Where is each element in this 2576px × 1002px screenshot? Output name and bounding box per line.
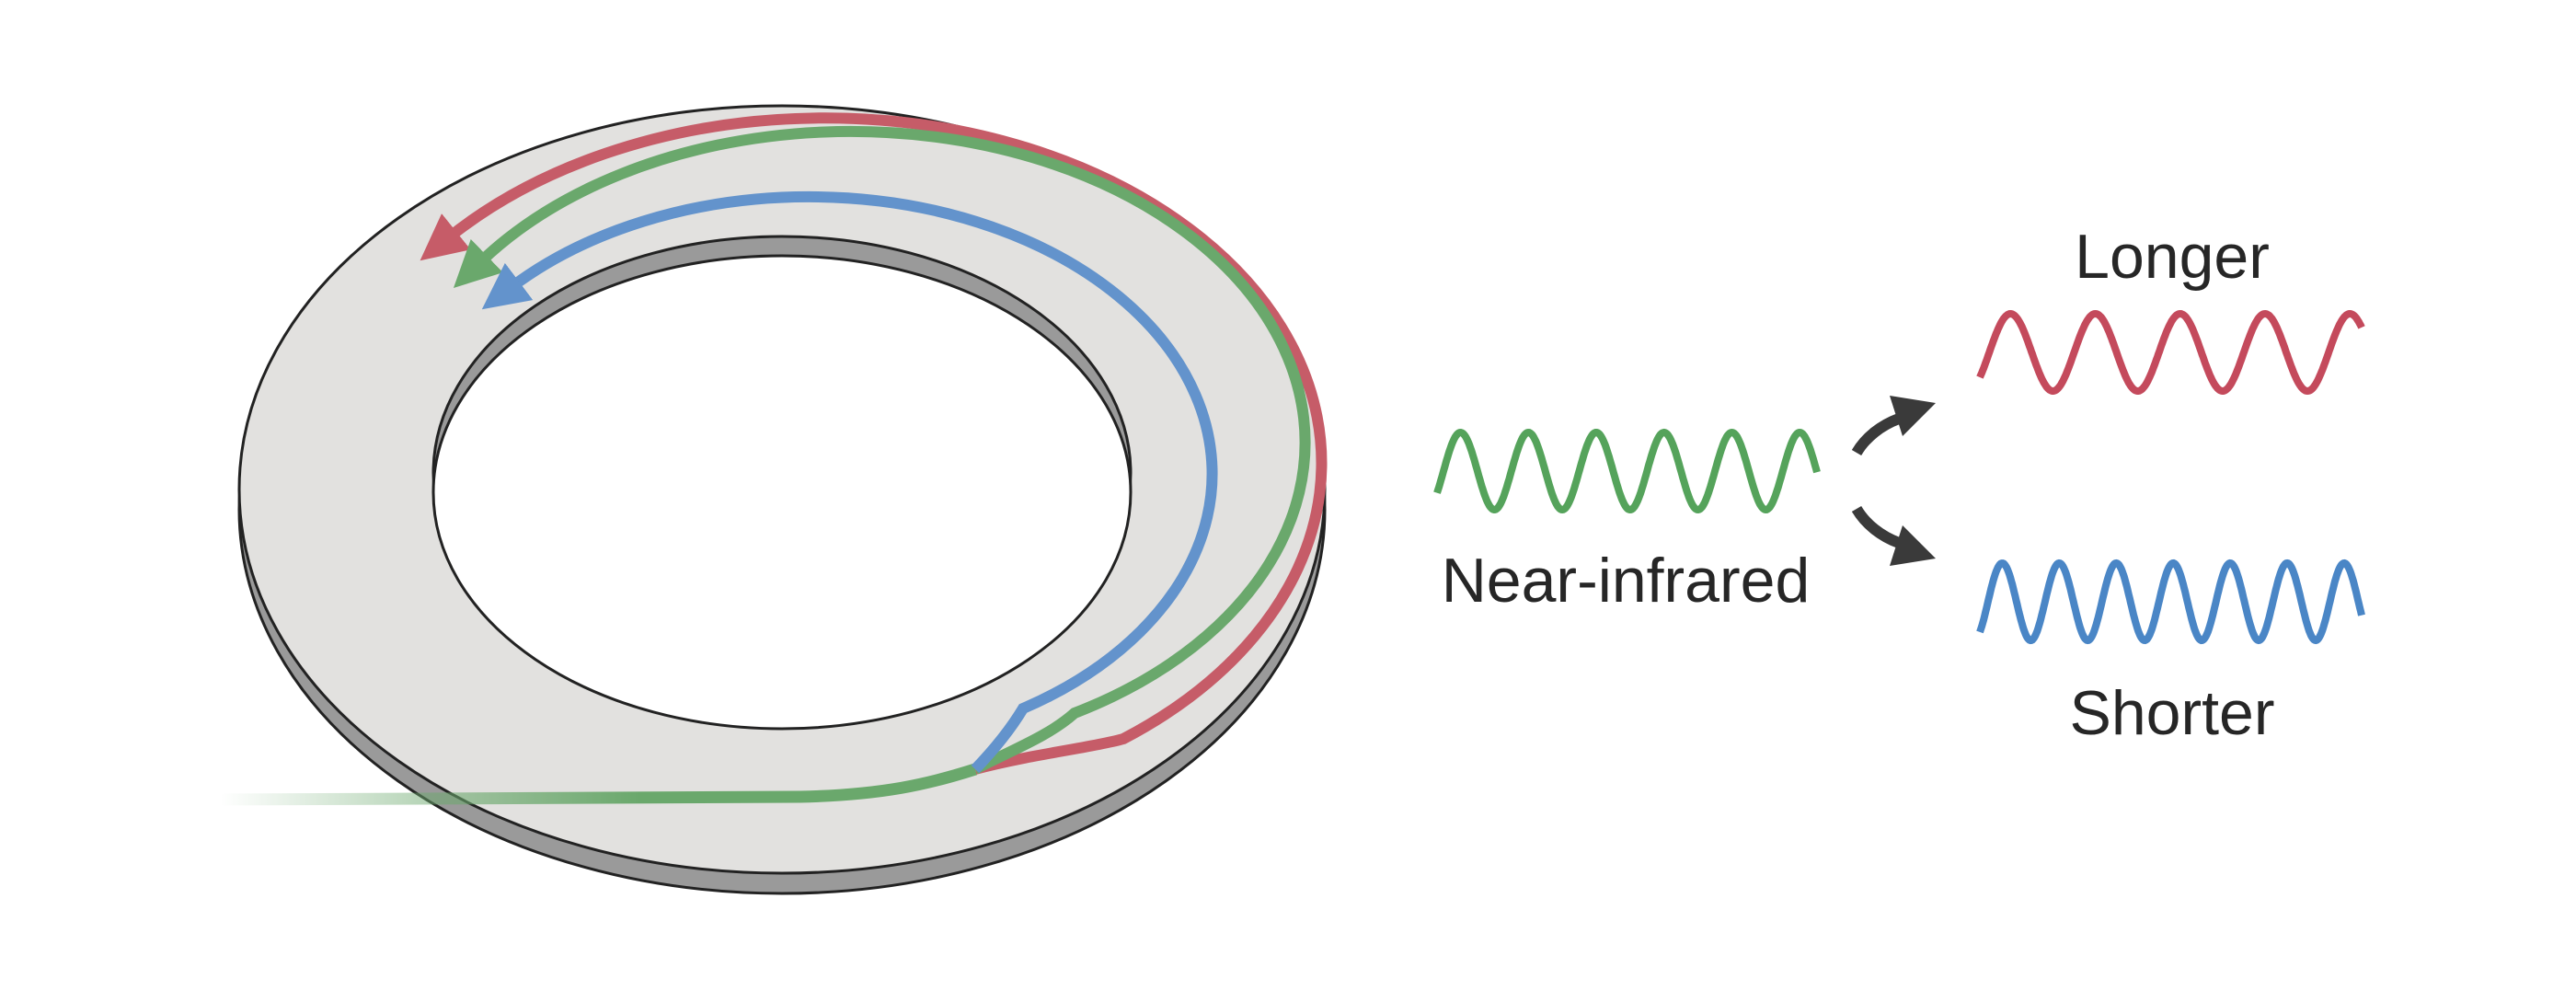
up-arrow-icon bbox=[1851, 396, 1936, 456]
ring-hole bbox=[431, 254, 1133, 731]
down-arrow-icon bbox=[1851, 505, 1936, 566]
split-arrows bbox=[1851, 396, 1936, 566]
near-infrared-label: Near-infrared bbox=[1442, 546, 1811, 616]
light-paths bbox=[220, 112, 1328, 806]
bus-waveguide bbox=[220, 763, 977, 806]
ring-resonator bbox=[237, 104, 1327, 895]
near-infrared-wave bbox=[1433, 428, 1821, 514]
longer-wave bbox=[1976, 309, 2365, 396]
shorter-wave bbox=[1976, 559, 2365, 645]
blue-path-arrow bbox=[481, 190, 1218, 774]
longer-label: Longer bbox=[2075, 222, 2270, 292]
green-path-arrow bbox=[453, 125, 1311, 775]
red-path-arrow bbox=[420, 112, 1328, 775]
shorter-label: Shorter bbox=[2070, 678, 2275, 748]
